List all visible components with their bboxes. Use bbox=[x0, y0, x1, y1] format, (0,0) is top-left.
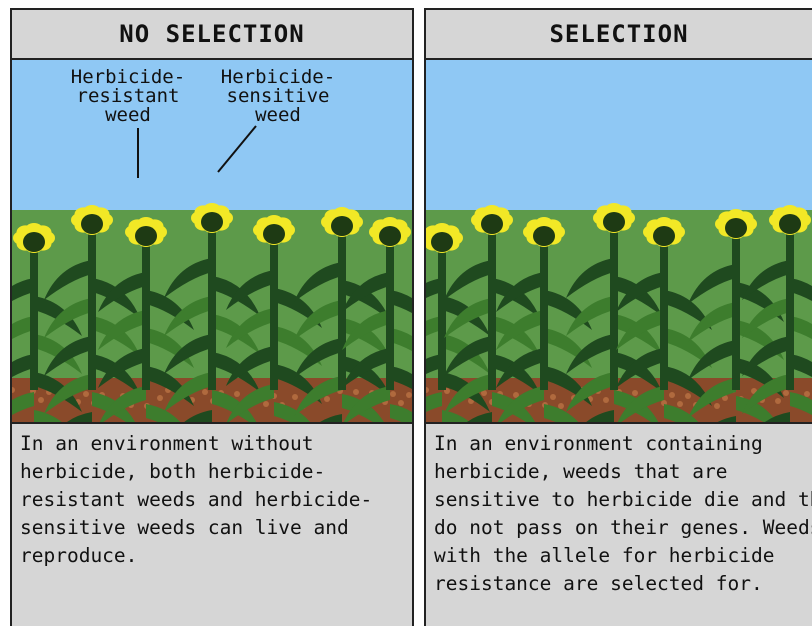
label-resistant-weed: Herbicide- resistant weed bbox=[68, 68, 188, 125]
panel-no-selection: NO SELECTION Herbicide- resistant weed H… bbox=[10, 8, 414, 626]
caption-no-selection: In an environment without herbicide, bot… bbox=[12, 422, 412, 626]
weed-field-illustration bbox=[426, 60, 812, 422]
weed-field-scene bbox=[426, 60, 812, 422]
caption-selection: In an environment containing herbicide, … bbox=[426, 422, 812, 626]
label-layer: Herbicide- resistant weed Herbicide- sen… bbox=[12, 60, 412, 422]
panel-selection: SELECTION In an environment containing h… bbox=[424, 8, 812, 626]
label-sensitive-weed: Herbicide- sensitive weed bbox=[218, 68, 338, 125]
panel-title: SELECTION bbox=[426, 10, 812, 60]
panel-title: NO SELECTION bbox=[12, 10, 412, 60]
weed-field-scene: Herbicide- resistant weed Herbicide- sen… bbox=[12, 60, 412, 422]
